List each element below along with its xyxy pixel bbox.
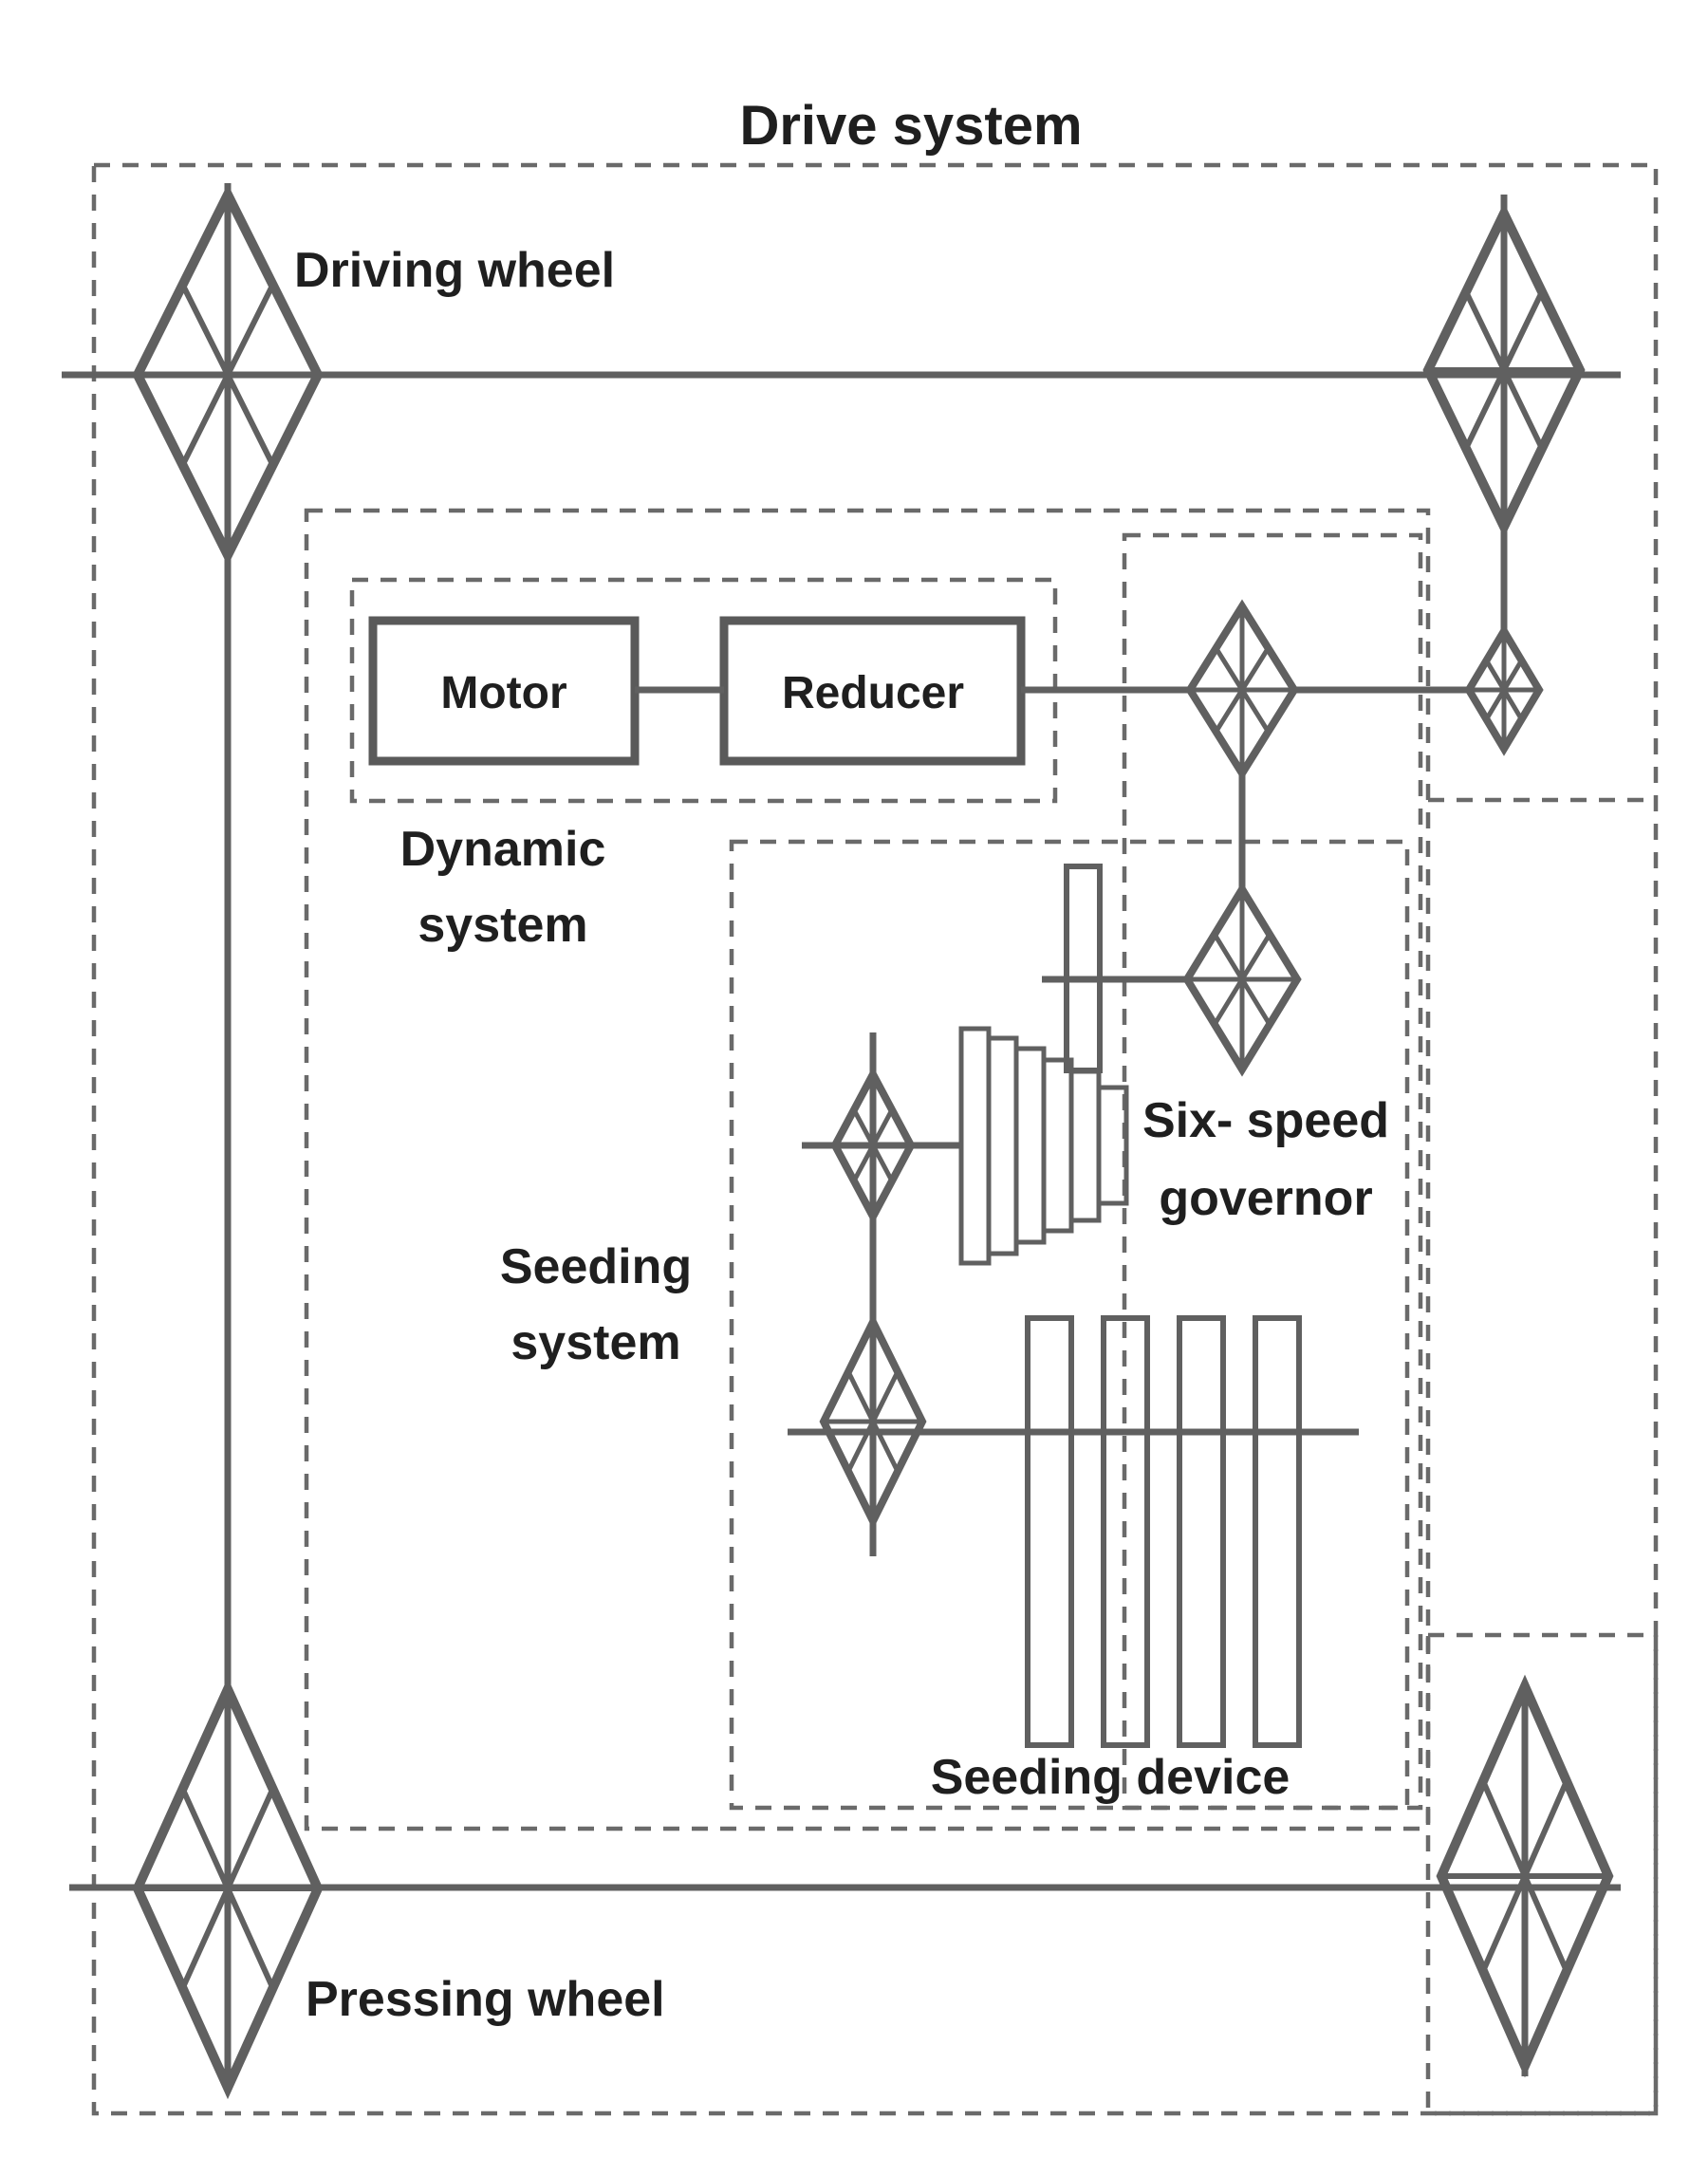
gear-symbol-3 bbox=[1182, 882, 1302, 1077]
governor-cone bbox=[958, 1026, 1129, 1266]
governor-pulley bbox=[1064, 864, 1103, 1073]
seeding-device-units bbox=[1025, 1315, 1302, 1748]
seed-unit bbox=[1177, 1315, 1226, 1748]
seeding-device-label: Seeding device bbox=[931, 1750, 1290, 1805]
pressing-wheel-right-symbol bbox=[1436, 1674, 1614, 2078]
driving-wheel-left-symbol bbox=[132, 183, 324, 567]
governor-label-line1: Six- speed bbox=[1142, 1093, 1389, 1148]
motor-label: Motor bbox=[440, 668, 566, 718]
driving-wheel-right-symbol bbox=[1422, 202, 1586, 538]
seeding-system-label-line2: system bbox=[511, 1315, 680, 1370]
gear-symbol-1 bbox=[1185, 599, 1299, 781]
cone-step bbox=[958, 1026, 992, 1266]
gear-symbol-5 bbox=[819, 1312, 927, 1531]
governor-label-line2: governor bbox=[1159, 1171, 1372, 1226]
pressing-wheel-left-symbol bbox=[132, 1677, 324, 2100]
dynamic-system-boundary bbox=[349, 577, 1058, 804]
transmission-boundary bbox=[304, 508, 1431, 1832]
drive-system-boundary bbox=[91, 162, 1659, 2116]
seeding-system-boundary bbox=[729, 839, 1410, 1811]
seed-unit bbox=[1253, 1315, 1302, 1748]
dynamic-system-label-line2: system bbox=[418, 898, 587, 953]
pressing-wheel-boundary bbox=[1425, 1632, 1659, 2116]
driving-wheel-label: Driving wheel bbox=[294, 243, 615, 298]
dynamic-system-label-line1: Dynamic bbox=[400, 822, 606, 877]
pressing-wheel-label: Pressing wheel bbox=[306, 1972, 665, 2027]
cone-step bbox=[1096, 1085, 1129, 1206]
seed-unit bbox=[1101, 1315, 1150, 1748]
cone-step bbox=[1041, 1057, 1074, 1234]
cone-step bbox=[1013, 1046, 1047, 1245]
diagram-title: Drive system bbox=[739, 95, 1082, 157]
cone-step bbox=[986, 1035, 1019, 1256]
reducer-label: Reducer bbox=[782, 668, 964, 718]
gear-symbol-2 bbox=[1464, 623, 1544, 756]
seed-unit bbox=[1025, 1315, 1074, 1748]
seeding-system-label-line1: Seeding bbox=[500, 1239, 692, 1294]
cone-step bbox=[1068, 1069, 1102, 1223]
gear-symbol-4 bbox=[830, 1066, 916, 1225]
